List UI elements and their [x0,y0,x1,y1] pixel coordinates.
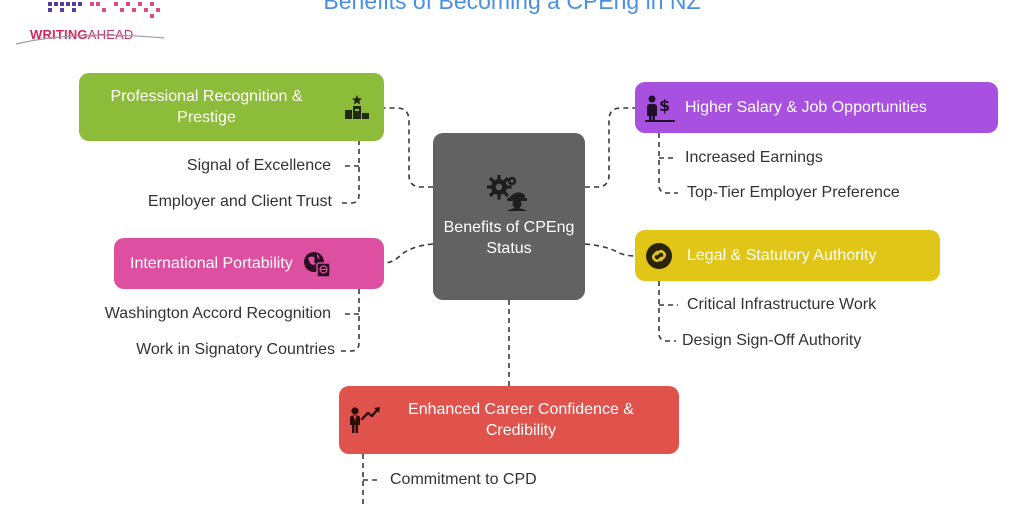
branch-label-career: Enhanced Career Confidence & Credibility [408,401,634,439]
podium-icon [344,94,370,120]
center-node: Benefits of CPEng Status [433,133,585,300]
leaf-international-1: Washington Accord Recognition [104,305,331,322]
branch-label-international: International Portability [130,255,293,272]
branch-label-professional: Professional Recognition & Prestige [110,88,303,126]
branch-label-salary: Higher Salary & Job Opportunities [685,99,927,116]
person-growth-icon [349,405,381,435]
link-center-legal [584,243,636,257]
leaf-professional-2: Employer and Client Trust [147,193,332,210]
leaf-legal-2: Design Sign-Off Authority [682,332,862,349]
link-international-children [340,289,360,352]
leaf-legal-1: Critical Infrastructure Work [687,296,877,313]
globe-passport-icon [303,250,331,278]
branch-salary: $ Higher Salary & Job Opportunities [635,82,998,133]
logo-arc-icon [15,34,165,45]
svg-text:$: $ [659,96,670,115]
person-dollar-icon: $ [645,94,675,122]
center-label: Benefits of CPEng Status [443,218,575,257]
link-career-children [362,454,380,508]
leaf-international-2: Work in Signatory Countries [136,341,335,358]
leaf-salary-2: Top-Tier Employer Preference [687,184,900,201]
gears-worker-icon [487,174,531,211]
link-legal-children [658,281,678,342]
link-center-professional [384,107,433,188]
link-center-international [383,243,434,264]
branch-label-legal: Legal & Statutory Authority [687,247,877,264]
link-salary-children [658,133,678,194]
page-title: Benefits of Becoming a CPEng in NZ [323,0,701,14]
writing-ahead-logo: WRITINGAHEAD [14,0,174,48]
branch-professional: Professional Recognition & Prestige [79,73,384,141]
link-professional-children [340,140,360,204]
logo-dots-icon [48,2,160,18]
branch-legal: Legal & Statutory Authority [635,230,940,281]
chain-link-icon [645,242,673,270]
branch-international: International Portability [114,238,384,289]
leaf-career-1: Commitment to CPD [390,471,537,488]
leaf-professional-1: Signal of Excellence [186,157,331,174]
link-center-salary [585,107,635,188]
leaf-salary-1: Increased Earnings [685,149,823,166]
branch-career: Enhanced Career Confidence & Credibility [339,386,679,454]
